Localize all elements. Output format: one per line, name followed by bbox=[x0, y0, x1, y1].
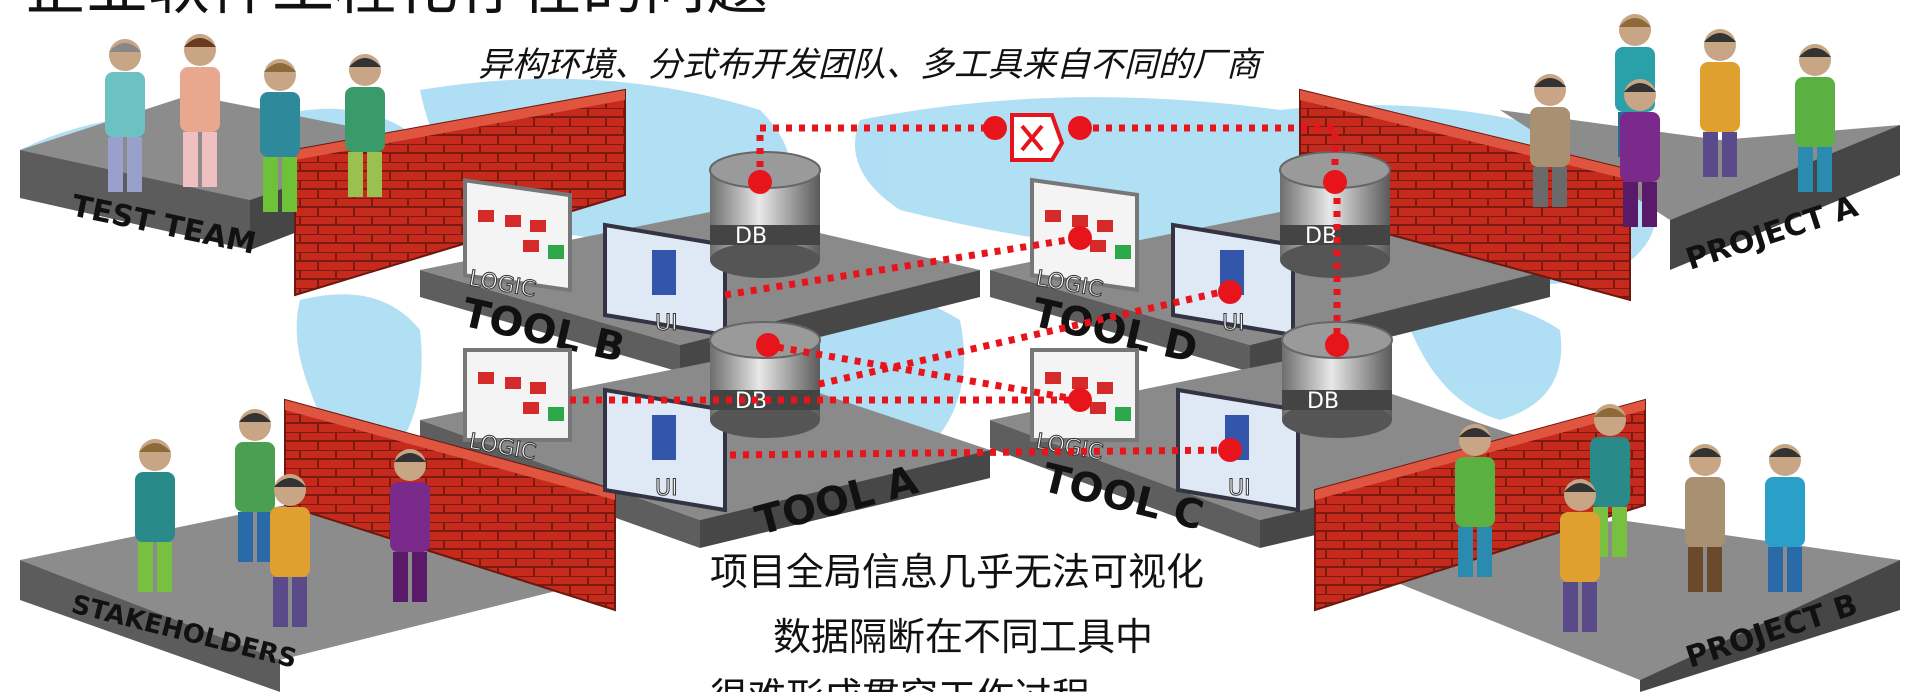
ui-label: UI bbox=[655, 311, 678, 336]
db-label: DB bbox=[1305, 224, 1337, 249]
ui-screen-tool-d: UI bbox=[1171, 222, 1295, 338]
ui-label: UI bbox=[1228, 476, 1251, 501]
people-project-b bbox=[1455, 404, 1805, 632]
db-label: DB bbox=[735, 224, 767, 249]
broken-link-icon bbox=[1010, 113, 1065, 162]
ui-label: UI bbox=[1222, 311, 1245, 336]
ui-label: UI bbox=[655, 476, 678, 501]
logic-board-tool-a: LOGIC bbox=[463, 348, 572, 466]
people-stakeholders bbox=[135, 409, 430, 627]
connection-nodes bbox=[748, 116, 1349, 462]
problem-2: 数据隔断在不同工具中 bbox=[773, 615, 1153, 659]
slide-subtitle: 异构环境、分式布开发团队、多工具来自不同的厂商 bbox=[478, 45, 1265, 85]
problem-1: 项目全局信息几乎无法可视化 bbox=[710, 550, 1204, 594]
db-label: DB bbox=[1307, 389, 1339, 414]
logic-board-tool-b: LOGIC bbox=[463, 178, 572, 303]
ui-screen-tool-b: UI bbox=[603, 222, 727, 338]
problem-3: 很难形成贯穿工作过程 bbox=[710, 675, 1090, 692]
people-test-team bbox=[105, 34, 385, 212]
brick-wall-stakeholders bbox=[284, 398, 616, 612]
people-project-a bbox=[1530, 14, 1835, 227]
broken-connections bbox=[570, 124, 1341, 459]
db-cylinder-tool-b: DB bbox=[709, 151, 821, 278]
ui-screen-tool-a: UI bbox=[603, 387, 727, 513]
slide-title: 企业软件工程化存在的问题 bbox=[24, 0, 768, 23]
